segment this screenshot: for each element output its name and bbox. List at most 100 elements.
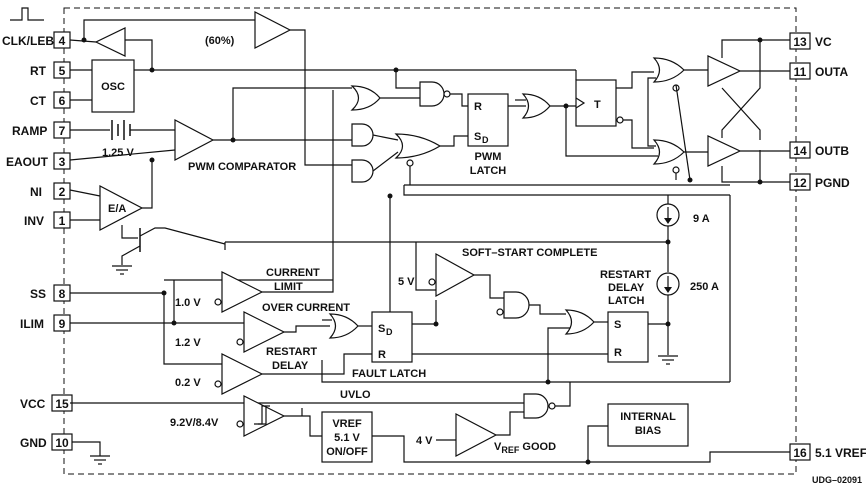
and-gate-restart <box>503 291 530 319</box>
or-gate-top <box>350 85 381 111</box>
pin-label: GND <box>20 436 47 450</box>
pin-number: 12 <box>793 176 807 190</box>
pin-label: SS <box>30 287 46 301</box>
pin-number: 3 <box>59 155 66 169</box>
and-gate-uvlo <box>523 393 549 419</box>
pin-ramp[interactable]: RAMP 7 <box>12 121 71 139</box>
svg-text:BIAS: BIAS <box>635 425 661 437</box>
uvlo-schmitt-trigger <box>243 395 286 437</box>
ground-icon <box>658 355 678 365</box>
internal-bias-block: INTERNAL BIAS <box>607 403 689 447</box>
pwm-comparator <box>174 119 215 161</box>
pin-number: 9 <box>59 317 66 331</box>
vref-block: VREF 5.1 V ON/OFF <box>321 411 373 463</box>
current-limit-label: CURRENT <box>266 267 320 279</box>
pin-label: ILIM <box>20 317 44 331</box>
over-current-label: OVER CURRENT <box>262 302 350 314</box>
pin-vcc[interactable]: VCC 15 <box>20 394 73 412</box>
ground-icon <box>90 455 110 465</box>
sixty-percent-label: (60%) <box>205 35 235 47</box>
v12-label: 1.2 V <box>175 337 201 349</box>
oscillator-block: OSC <box>91 59 135 113</box>
driver-outb <box>707 135 742 167</box>
restart-delay-latch: S R <box>607 311 649 363</box>
pin-number: 16 <box>793 446 807 460</box>
five-volt-comparator <box>435 252 476 298</box>
error-amplifier: E/A <box>99 185 144 231</box>
ground-icon <box>112 265 132 275</box>
current-limit-comparator <box>221 271 264 313</box>
v02-label: 0.2 V <box>175 377 201 389</box>
chip-outline <box>63 7 797 475</box>
svg-text:INTERNAL: INTERNAL <box>620 411 676 423</box>
pin-number: 6 <box>59 94 66 108</box>
fault-latch: S D R FAULT LATCH <box>352 311 426 380</box>
pin-ss[interactable]: SS 8 <box>30 284 71 302</box>
pin-ct[interactable]: CT 6 <box>30 91 71 109</box>
pin-label: INV <box>24 214 44 228</box>
svg-text:R: R <box>474 101 482 113</box>
svg-text:S: S <box>474 131 481 143</box>
svg-text:D: D <box>386 327 393 337</box>
part-number-label: UDG–02091 <box>812 475 862 485</box>
uvlo-threshold-label: 9.2V/8.4V <box>170 417 219 429</box>
i9-label: 9 A <box>693 213 710 225</box>
pin-label: 5.1 VREF <box>815 446 866 460</box>
pin-number: 1 <box>59 214 66 228</box>
v125-label: 1.25 V <box>102 147 134 159</box>
pin-eaout[interactable]: EAOUT 3 <box>6 152 71 170</box>
pin-inv[interactable]: INV 1 <box>24 211 71 229</box>
ss-transistor <box>121 225 226 265</box>
pin-label: OUTB <box>815 144 849 158</box>
pin-label: CT <box>30 94 47 108</box>
svg-text:LATCH: LATCH <box>608 295 645 307</box>
and-gate-low <box>351 159 374 183</box>
pin-label: CLK/LEB <box>2 34 54 48</box>
svg-text:VREF: VREF <box>332 418 362 430</box>
pin-outb[interactable]: 14 OUTB <box>789 141 849 159</box>
restart-delay-label: RESTART <box>266 346 317 358</box>
pin-vc[interactable]: 13 VC <box>789 32 832 50</box>
pin-number: 15 <box>55 397 69 411</box>
pin-clk-leb[interactable]: CLK/LEB 4 <box>2 31 71 49</box>
v10-label: 1.0 V <box>175 297 201 309</box>
svg-text:S: S <box>614 319 621 331</box>
current-source-250ua <box>656 272 680 296</box>
pin-number: 14 <box>793 144 807 158</box>
or-gate-latch-out <box>521 93 551 119</box>
pin-ilim[interactable]: ILIM 9 <box>20 314 71 332</box>
pin-number: 13 <box>793 35 807 49</box>
svg-text:OSC: OSC <box>101 81 125 93</box>
driver-outa <box>707 55 742 87</box>
pin-pgnd[interactable]: 12 PGND <box>789 173 850 191</box>
over-current-comparator <box>243 311 286 353</box>
svg-text:S: S <box>378 323 385 335</box>
pin-ni[interactable]: NI 2 <box>30 182 71 200</box>
svg-text:DELAY: DELAY <box>272 360 309 372</box>
pin-label: NI <box>30 185 42 199</box>
pin-label: EAOUT <box>6 155 49 169</box>
uvlo-label: UVLO <box>340 389 371 401</box>
svg-text:DELAY: DELAY <box>608 282 645 294</box>
pin-outa[interactable]: 11 OUTA <box>789 62 848 80</box>
and-gate-top <box>419 81 445 107</box>
svg-text:5.1 V: 5.1 V <box>334 432 360 444</box>
svg-text:R: R <box>614 347 622 359</box>
restart-delay-comparator <box>221 353 264 395</box>
pin-gnd[interactable]: GND 10 <box>20 433 73 451</box>
pin-number: 7 <box>59 124 66 138</box>
vref-good-label: VREF GOOD <box>494 441 556 455</box>
pin-rt[interactable]: RT 5 <box>30 61 71 79</box>
clock-pulse-icon <box>10 7 44 21</box>
pin-label: VCC <box>20 397 46 411</box>
or-gate-fault <box>328 313 359 339</box>
pin-number: 4 <box>59 34 66 48</box>
soft-start-label: SOFT–START COMPLETE <box>462 247 597 259</box>
pin-vref[interactable]: 16 5.1 VREF <box>789 443 866 461</box>
v5-label: 5 V <box>398 276 415 288</box>
or-gate-restart <box>564 309 595 335</box>
pin-label: RAMP <box>12 124 47 138</box>
i250-label: 250 A <box>690 281 719 293</box>
pin-number: 8 <box>59 287 66 301</box>
